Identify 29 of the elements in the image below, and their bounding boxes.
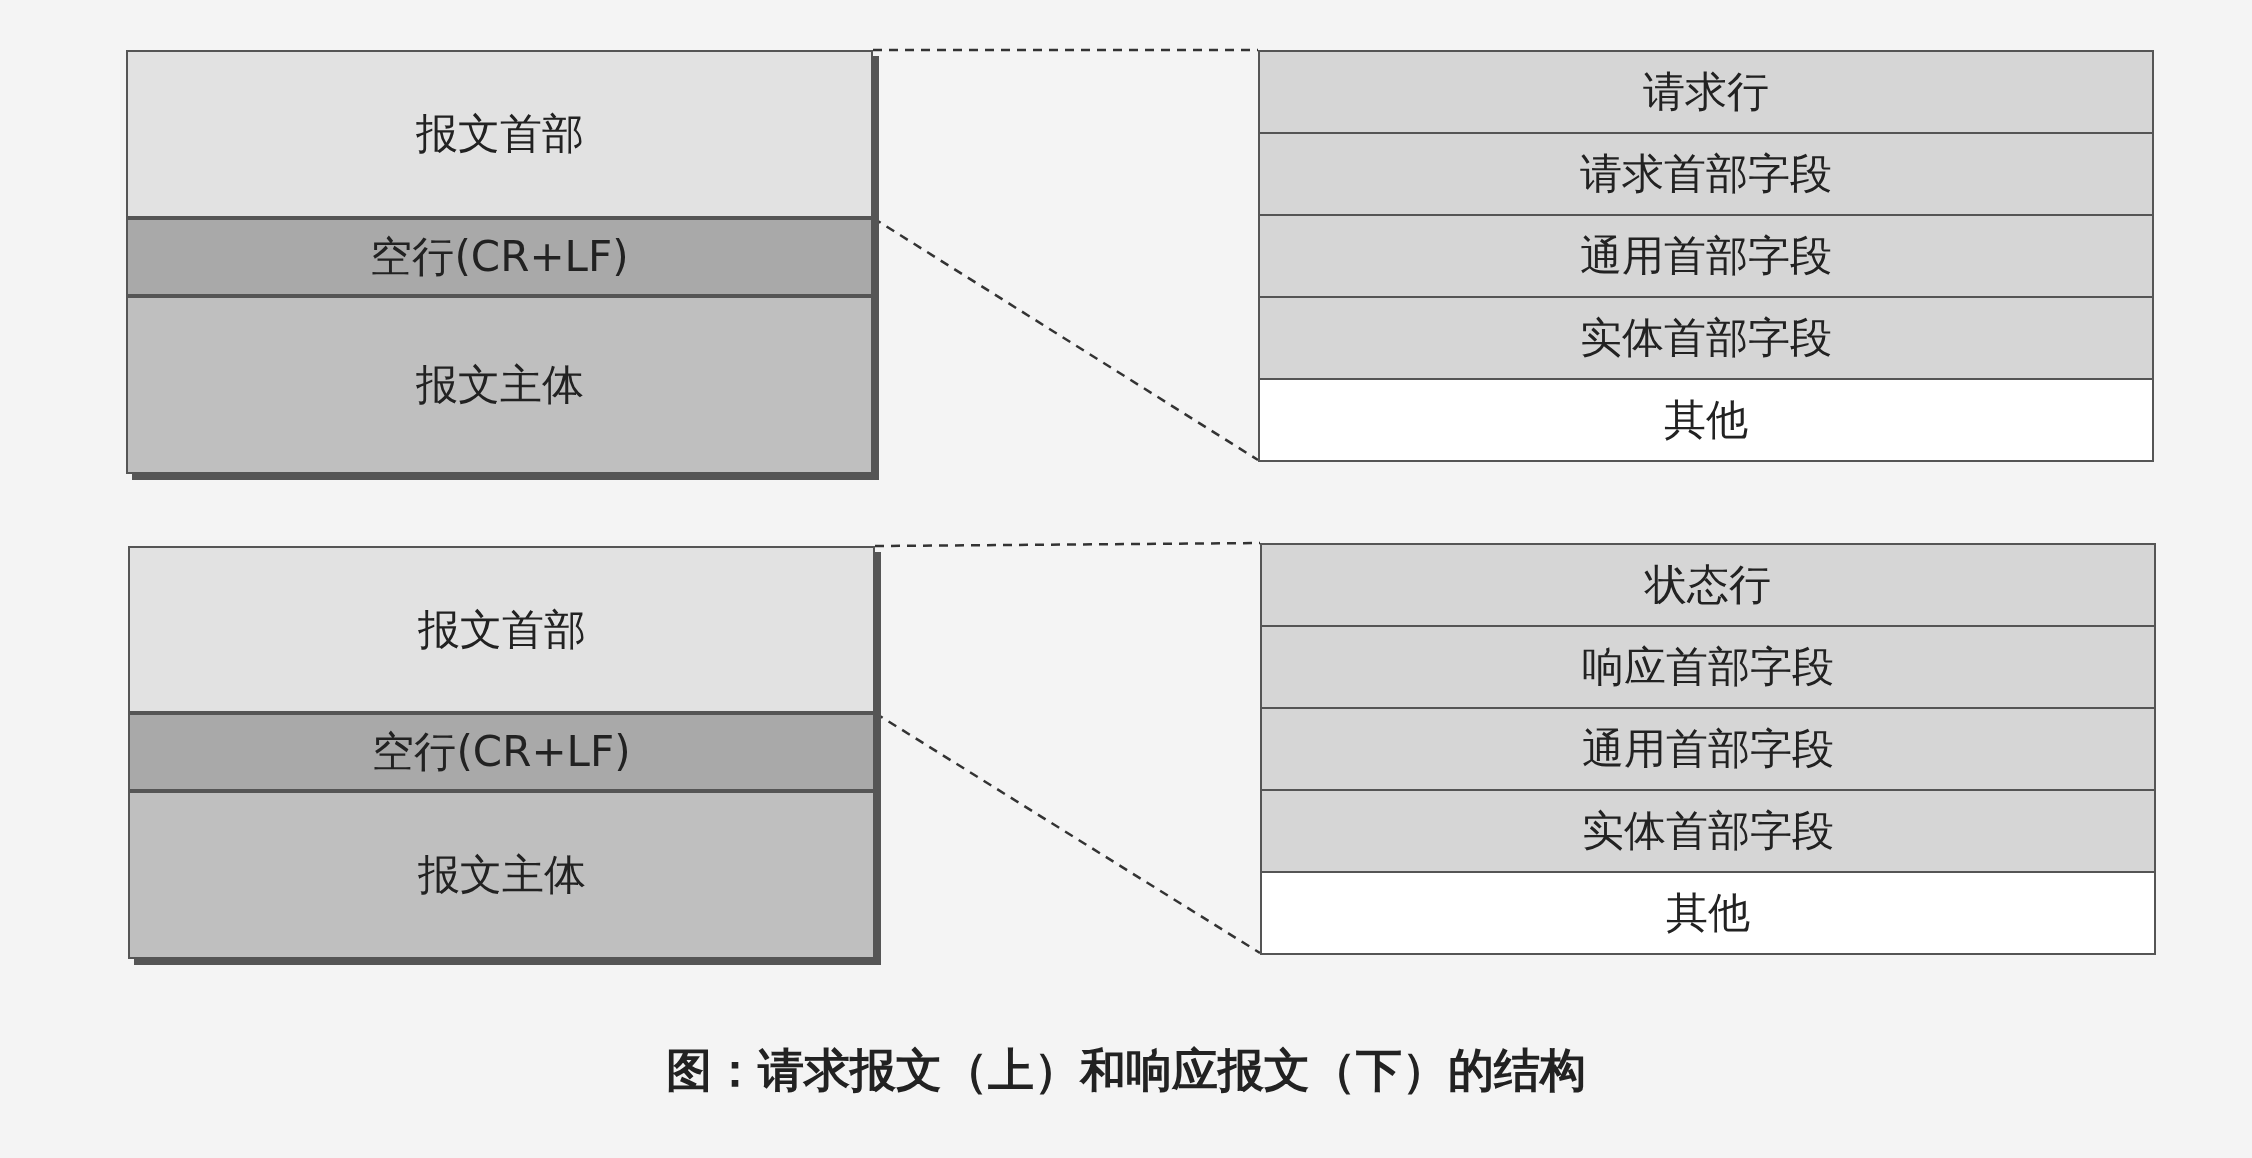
section-label: 其他	[1664, 394, 1748, 446]
section-label: 报文主体	[415, 359, 584, 411]
section-label: 通用首部字段	[1580, 230, 1832, 282]
section-label: 空行(CR+LF)	[372, 726, 631, 778]
section-label: 空行(CR+LF)	[370, 231, 629, 283]
table-row	[1260, 707, 2156, 791]
leader-line	[875, 541, 1260, 548]
section-label: 报文首部	[415, 108, 584, 160]
section-label: 请求行	[1643, 66, 1769, 118]
section-label: 请求首部字段	[1580, 148, 1832, 200]
leader-line	[873, 48, 1258, 52]
caption: 图：请求报文（上）和响应报文（下）的结构	[665, 1042, 1587, 1099]
table-frame	[1260, 543, 2156, 953]
table-row	[1258, 296, 2154, 380]
table-row	[1258, 214, 2154, 298]
section-label: 实体首部字段	[1582, 805, 1834, 857]
section-label: 实体首部字段	[1580, 312, 1832, 364]
table-row	[1260, 625, 2156, 709]
table-row	[1258, 132, 2154, 216]
section-label: 报文主体	[417, 849, 586, 901]
section-label: 报文首部	[417, 603, 586, 656]
table-row	[1260, 789, 2156, 873]
section-label: 通用首部字段	[1582, 723, 1834, 775]
section-label: 其他	[1666, 887, 1750, 939]
table-row	[1260, 543, 2156, 627]
section-label: 状态行	[1645, 559, 1771, 611]
table-row	[1258, 50, 2154, 134]
section-label: 响应首部字段	[1582, 641, 1834, 693]
table-frame	[1258, 50, 2154, 460]
